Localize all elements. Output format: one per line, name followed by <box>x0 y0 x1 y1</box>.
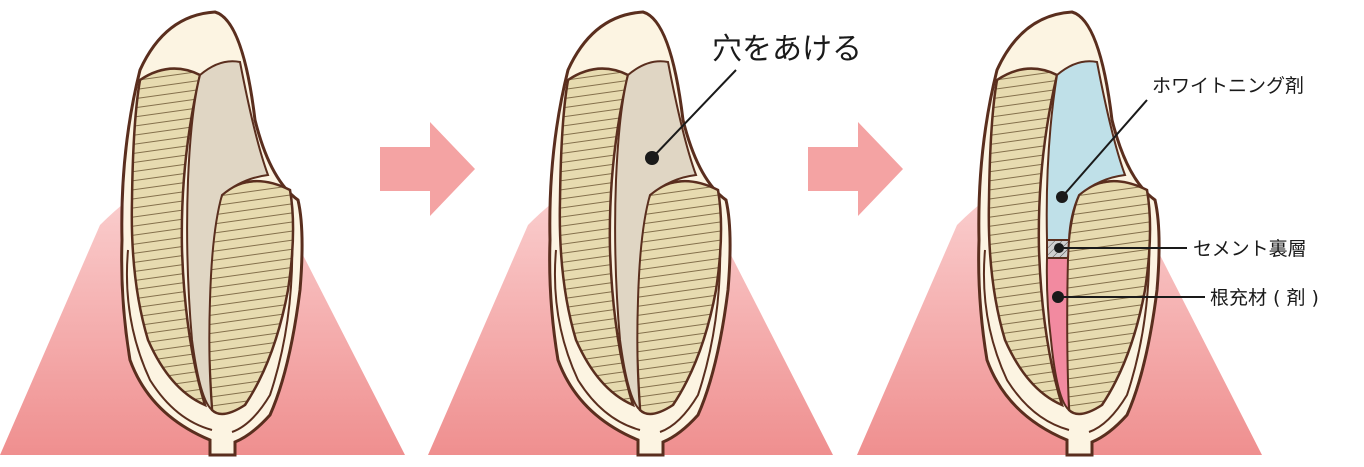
cement-marker <box>1054 243 1064 253</box>
drill-callout-label: 穴をあける <box>712 32 862 67</box>
tooth-panel-before <box>0 10 407 457</box>
tooth-panel-filled <box>855 10 1264 457</box>
root-filling-marker <box>1052 291 1064 303</box>
cement-base-label: セメント裏層 <box>1193 238 1307 260</box>
whitening-agent-label: ホワイトニング剤 <box>1152 75 1304 97</box>
whitening-marker <box>1056 191 1068 203</box>
root-filling-label: 根充材 ( 剤 ) <box>1210 287 1319 309</box>
whitening-leader <box>1061 99 1148 198</box>
pulp-chamber <box>186 60 270 413</box>
tooth-panel-drilled <box>426 10 835 457</box>
drill-callout-leader <box>651 69 737 159</box>
step-arrow-1 <box>380 122 475 216</box>
step-arrow-2 <box>808 122 903 216</box>
drill-point-marker <box>645 151 659 165</box>
